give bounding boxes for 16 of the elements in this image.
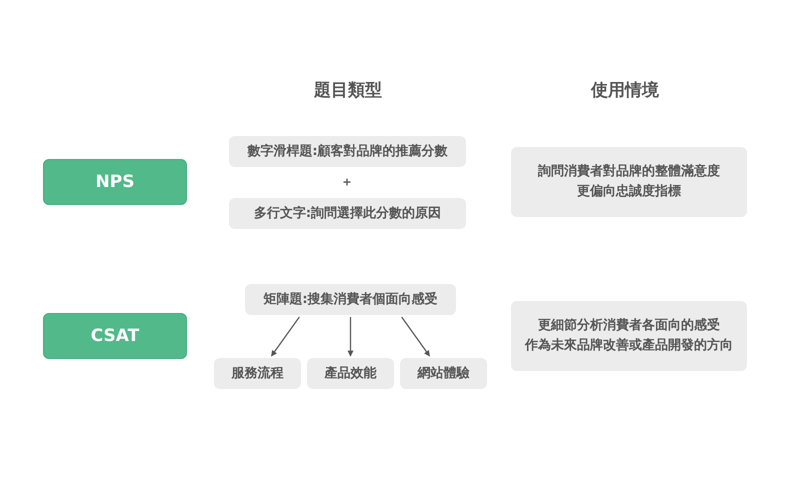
question-type-card: 數字滑桿題:顧客對品牌的推薦分數 <box>229 136 466 167</box>
question-type-card: 多行文字:詢問選擇此分數的原因 <box>229 198 466 229</box>
metric-tag: CSAT <box>43 313 187 359</box>
metric-tag: NPS <box>43 159 187 205</box>
usage-note-card: 詢問消費者對品牌的整體滿意度更偏向忠誠度指標 <box>511 147 747 217</box>
arrow <box>348 317 354 357</box>
column-heading: 使用情境 <box>591 80 659 102</box>
arrow <box>270 316 300 356</box>
plus-sign: + <box>342 176 352 188</box>
column-heading: 題目類型 <box>314 80 382 102</box>
usage-note-card: 更細節分析消費者各面向的感受作為未來品牌改善或產品開發的方向 <box>511 301 747 371</box>
aspect-tag: 網站體驗 <box>400 358 487 389</box>
aspect-tag: 服務流程 <box>214 358 301 389</box>
question-type-card: 矩陣題:搜集消費者個面向感受 <box>245 284 456 315</box>
aspect-tag: 產品效能 <box>307 358 394 389</box>
arrow <box>401 316 430 356</box>
